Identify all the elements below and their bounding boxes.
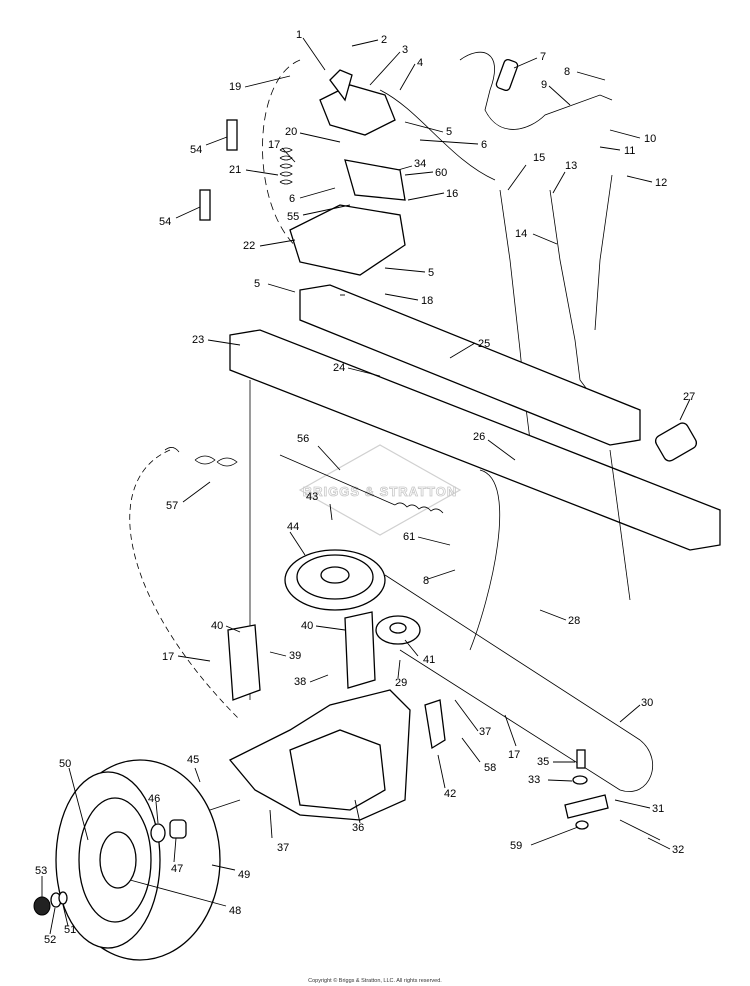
callout-43: 43	[306, 491, 318, 503]
callout-21: 21	[229, 164, 241, 176]
callout-18: 18	[421, 295, 433, 307]
callout-13: 13	[565, 160, 577, 172]
callout-5-a: 5	[446, 126, 452, 138]
callout-46: 46	[148, 793, 160, 805]
callout-24: 24	[333, 362, 345, 374]
callout-5-c: 5	[254, 278, 260, 290]
callout-42: 42	[444, 788, 456, 800]
callout-37-a: 37	[479, 726, 491, 738]
callout-26: 26	[473, 431, 485, 443]
callout-48: 48	[229, 905, 241, 917]
callout-33: 33	[528, 774, 540, 786]
callout-8-a: 8	[564, 66, 570, 78]
callout-19: 19	[229, 81, 241, 93]
callout-30: 30	[641, 697, 653, 709]
wheel	[33, 759, 221, 961]
callout-52: 52	[44, 934, 56, 946]
callout-17-a: 17	[268, 139, 280, 151]
callout-45: 45	[187, 754, 199, 766]
callout-14: 14	[515, 228, 527, 240]
callout-15: 15	[533, 152, 545, 164]
callout-23: 23	[192, 334, 204, 346]
callout-1: 1	[296, 29, 302, 41]
callout-54-a: 54	[190, 144, 202, 156]
callout-16: 16	[446, 188, 458, 200]
callout-61: 61	[403, 531, 415, 543]
callout-17-b: 17	[162, 651, 174, 663]
callout-34: 34	[414, 158, 426, 170]
lower-hardware	[564, 749, 661, 841]
callout-8-b: 8	[423, 575, 429, 587]
callout-5-b: 5	[428, 267, 434, 279]
callout-40-b: 40	[301, 620, 313, 632]
callout-47: 47	[171, 863, 183, 875]
callout-36: 36	[352, 822, 364, 834]
callout-28: 28	[568, 615, 580, 627]
callout-50: 50	[59, 758, 71, 770]
callout-6-b: 6	[289, 193, 295, 205]
callout-3: 3	[402, 44, 408, 56]
callout-57: 57	[166, 500, 178, 512]
upper-linkage	[199, 51, 613, 441]
copyright-text: Copyright © Briggs & Stratton, LLC. All …	[308, 977, 442, 984]
callout-20: 20	[285, 126, 297, 138]
watermark-text: BRIGGS & STRATTON	[303, 484, 457, 499]
callout-40-a: 40	[211, 620, 223, 632]
transaxle-assembly	[194, 611, 446, 821]
callout-27: 27	[683, 391, 695, 403]
callout-38: 38	[294, 676, 306, 688]
callout-11: 11	[624, 145, 635, 157]
callout-49: 49	[238, 869, 250, 881]
callout-37-b: 37	[277, 842, 289, 854]
callout-35: 35	[537, 756, 549, 768]
drive-belt	[129, 447, 654, 792]
callout-9: 9	[541, 79, 547, 91]
callout-51: 51	[64, 924, 76, 936]
callout-55: 55	[287, 211, 299, 223]
callout-60: 60	[435, 167, 447, 179]
callout-44: 44	[287, 521, 299, 533]
callout-labels: 1 2 3 4 5 5 5 6 6 7 8 8 9 10 11 12 13 14…	[35, 29, 695, 946]
callout-22: 22	[243, 240, 255, 252]
callout-41: 41	[423, 654, 435, 666]
callout-10: 10	[644, 133, 656, 145]
watermark-logo: BRIGGS & STRATTON	[298, 444, 462, 536]
callout-39: 39	[289, 650, 301, 662]
callout-29: 29	[395, 677, 407, 689]
callout-56: 56	[297, 433, 309, 445]
callout-4: 4	[417, 57, 423, 69]
callout-54-b: 54	[159, 216, 171, 228]
frame	[229, 284, 721, 700]
callout-25: 25	[478, 338, 490, 350]
callout-17-c: 17	[508, 749, 520, 761]
callout-58: 58	[484, 762, 496, 774]
callout-7: 7	[540, 51, 546, 63]
callout-12: 12	[655, 177, 667, 189]
callout-32: 32	[672, 844, 684, 856]
callout-53: 53	[35, 865, 47, 877]
callout-59: 59	[510, 840, 522, 852]
callout-6-a: 6	[481, 139, 487, 151]
callout-2: 2	[381, 34, 387, 46]
callout-31: 31	[652, 803, 664, 815]
